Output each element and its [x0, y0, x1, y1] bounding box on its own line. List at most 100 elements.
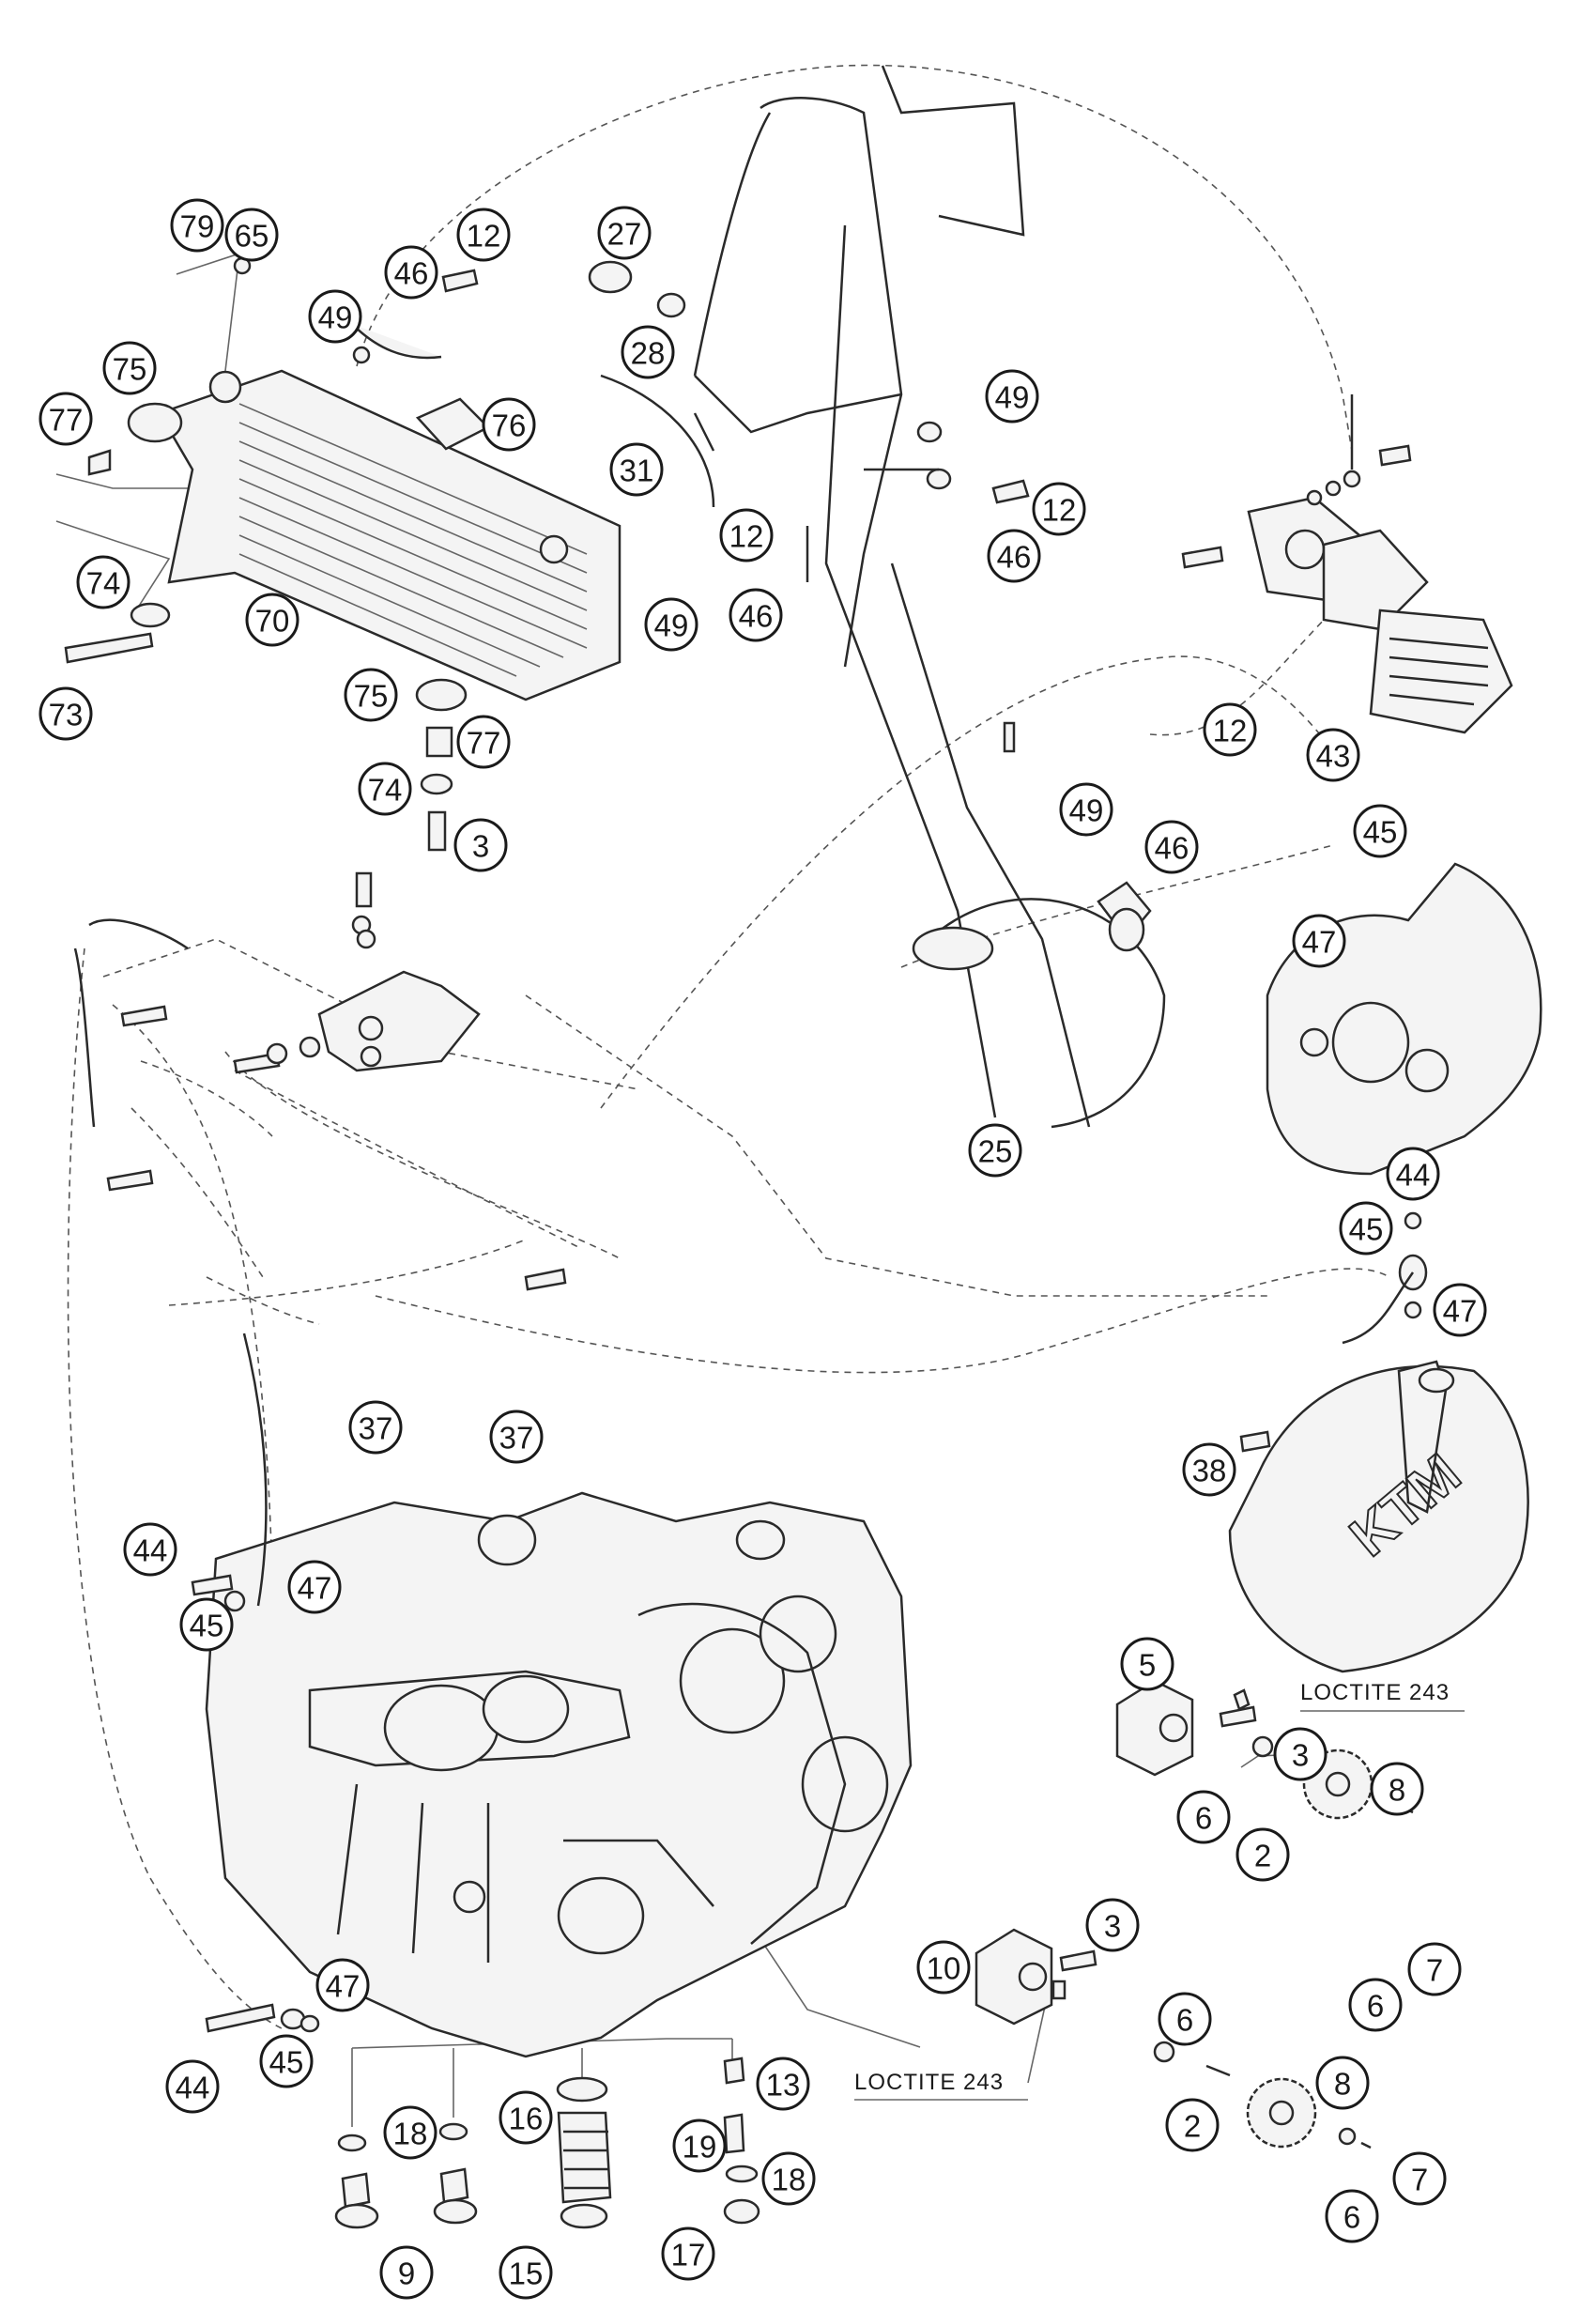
callout-number: 46	[739, 599, 774, 634]
callout-circle	[308, 289, 362, 344]
callout-number: 12	[1042, 493, 1077, 528]
callout-number: 9	[398, 2257, 415, 2291]
callout-circle	[1032, 482, 1086, 536]
callout-circle	[287, 1560, 342, 1614]
callout-31: 31	[609, 442, 664, 497]
callout-6: 6	[1348, 1978, 1403, 2032]
callout-circle	[1203, 702, 1257, 757]
callout-circle	[761, 2151, 816, 2206]
callout-number: 17	[671, 2238, 706, 2272]
callout-8: 8	[1370, 1762, 1424, 1816]
callout-circle	[661, 2226, 715, 2281]
callout-number: 8	[1389, 1773, 1405, 1808]
callout-circle	[456, 715, 511, 769]
callout-44: 44	[1386, 1147, 1440, 1201]
callout-number: 49	[1069, 793, 1104, 828]
callout-number: 74	[86, 566, 121, 601]
callout-circle	[499, 2245, 553, 2300]
callout-47: 47	[1433, 1283, 1487, 1337]
callout-75: 75	[344, 668, 398, 722]
callout-number: 44	[1396, 1158, 1431, 1193]
callout-6: 6	[1325, 2189, 1379, 2243]
callout-circle	[621, 325, 675, 379]
callout-circle	[384, 245, 438, 300]
callout-number: 3	[1292, 1738, 1309, 1773]
callout-12: 12	[719, 508, 774, 562]
callout-46: 46	[729, 588, 783, 642]
callout-number: 3	[1104, 1909, 1121, 1944]
callout-38: 38	[1182, 1442, 1236, 1497]
callout-47: 47	[287, 1560, 342, 1614]
callout-number: 13	[766, 2068, 801, 2103]
callout-number: 74	[368, 773, 403, 808]
callout-number: 6	[1367, 1989, 1384, 2024]
callout-12: 12	[456, 208, 511, 262]
callout-circle	[1085, 1898, 1140, 1952]
callout-number: 31	[620, 454, 654, 488]
callout-number: 18	[772, 2163, 806, 2197]
callout-19: 19	[672, 2118, 727, 2173]
callout-37: 37	[489, 1410, 544, 1464]
callout-46: 46	[1144, 820, 1199, 874]
callout-49: 49	[1059, 782, 1113, 837]
callout-number: 7	[1426, 1953, 1443, 1988]
frame-tube	[588, 65, 1166, 1129]
callout-3: 3	[1273, 1727, 1327, 1781]
callout-circle	[985, 369, 1039, 424]
callout-46: 46	[384, 245, 438, 300]
callout-circle	[1120, 1637, 1174, 1691]
callout-number: 7	[1411, 2163, 1428, 2197]
callout-73: 73	[38, 686, 93, 741]
callout-number: 45	[1363, 815, 1398, 850]
callout-circle	[729, 588, 783, 642]
callout-7: 7	[1407, 1942, 1462, 1996]
callout-circle	[1315, 2056, 1370, 2110]
callout-circle	[609, 442, 664, 497]
callout-number: 75	[113, 352, 147, 387]
callout-circle	[1144, 820, 1199, 874]
callout-number: 25	[978, 1134, 1013, 1169]
callout-number: 43	[1316, 739, 1351, 774]
callout-25: 25	[968, 1123, 1022, 1178]
callout-circle	[1292, 914, 1346, 968]
callout-circle	[756, 2057, 810, 2111]
callout-2: 2	[1235, 1827, 1290, 1882]
oil-line-routing	[67, 64, 1390, 2029]
callout-number: 73	[49, 698, 84, 732]
callout-15: 15	[499, 2245, 553, 2300]
callout-number: 3	[472, 829, 489, 864]
callout-number: 12	[467, 219, 501, 254]
callout-circle	[1370, 1762, 1424, 1816]
callout-number: 27	[607, 217, 642, 252]
callout-6: 6	[1176, 1790, 1231, 1844]
callout-2: 2	[1165, 2098, 1220, 2152]
callout-17: 17	[661, 2226, 715, 2281]
callout-circle	[170, 198, 224, 253]
callout-circle	[38, 392, 93, 446]
callout-74: 74	[76, 555, 130, 609]
callout-number: 10	[927, 1951, 961, 1986]
callout-13: 13	[756, 2057, 810, 2111]
callout-37: 37	[348, 1400, 403, 1455]
callout-75: 75	[102, 341, 157, 395]
callout-circle	[597, 206, 652, 260]
callout-circle	[358, 762, 412, 816]
callout-circle	[245, 593, 299, 647]
oil-cooler	[87, 369, 622, 701]
callout-76: 76	[482, 397, 536, 452]
callout-circle	[1306, 728, 1360, 782]
callout-circle	[165, 2059, 220, 2114]
callout-44: 44	[123, 1522, 177, 1577]
callout-circle	[38, 686, 93, 741]
callout-77: 77	[38, 392, 93, 446]
callout-circle	[672, 2118, 727, 2173]
callout-46: 46	[987, 529, 1041, 583]
callout-number: 46	[1155, 831, 1189, 866]
callout-number: 2	[1254, 1839, 1271, 1873]
callout-number: 16	[509, 2102, 544, 2136]
callout-circle	[1182, 1442, 1236, 1497]
callout-circle	[1273, 1727, 1327, 1781]
loctite-note-top: LOCTITE 243	[1300, 1680, 1465, 1712]
callout-7: 7	[1392, 2151, 1447, 2206]
callout-3: 3	[1085, 1898, 1140, 1952]
